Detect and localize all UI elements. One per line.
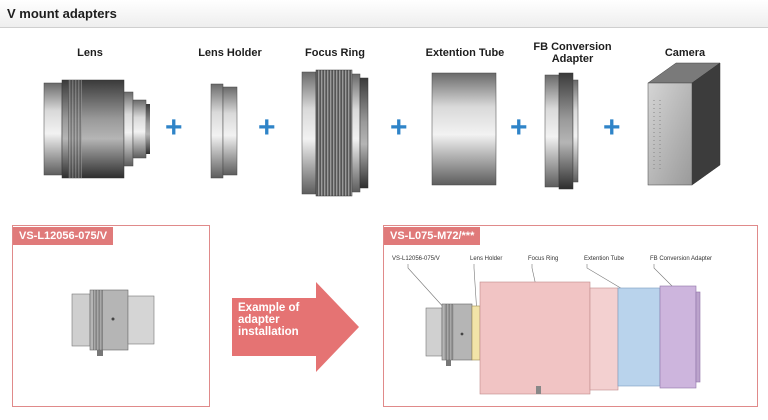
plus-icon: + [510,111,528,144]
callout-fb-adapter: FB Conversion Adapter [650,256,713,262]
arrow-shape [232,282,359,372]
example-panel-right: VS-L075-M72/*** VS-L12056-075/V Lens Hol… [383,225,758,407]
callout-lens: VS-L12056-075/V [392,256,440,262]
fb-adapter-illustration [544,72,579,190]
assembly-illustration [407,264,701,395]
panel-title-left: VS-L12056-075/V [13,227,114,245]
plus-icon: + [165,111,183,144]
plus-icon: + [258,111,276,144]
component-label-camera: Camera [664,47,706,59]
plus-icon: + [603,111,621,144]
callout-lens-holder: Lens Holder [470,256,503,262]
component-label-lens-holder: Lens Holder [198,47,262,59]
component-label-extension-tube: Extention Tube [425,47,505,59]
plus-icon: + [390,111,408,144]
component-label-fb-adapter: FB Conversion Adapter [533,41,612,65]
component-label-focus-ring: Focus Ring [305,47,365,59]
assembled-lens-illustration [71,289,155,356]
focus-ring-illustration [301,69,369,197]
example-panel-left: VS-L12056-075/V [12,225,210,407]
panel-title-right: VS-L075-M72/*** [384,227,481,245]
lens-holder-illustration [210,83,238,179]
header-bar: V mount adapters [0,0,768,28]
extension-tube-illustration [431,72,497,186]
arrow-label: Example of adapter installation [238,302,300,338]
camera-illustration [647,62,721,186]
callout-focus-ring: Focus Ring [528,256,559,262]
component-label-lens: Lens [77,47,103,59]
page-title: V mount adapters [7,6,117,21]
callout-extension-tube: Extention Tube [584,256,625,262]
lens-illustration [43,79,150,179]
